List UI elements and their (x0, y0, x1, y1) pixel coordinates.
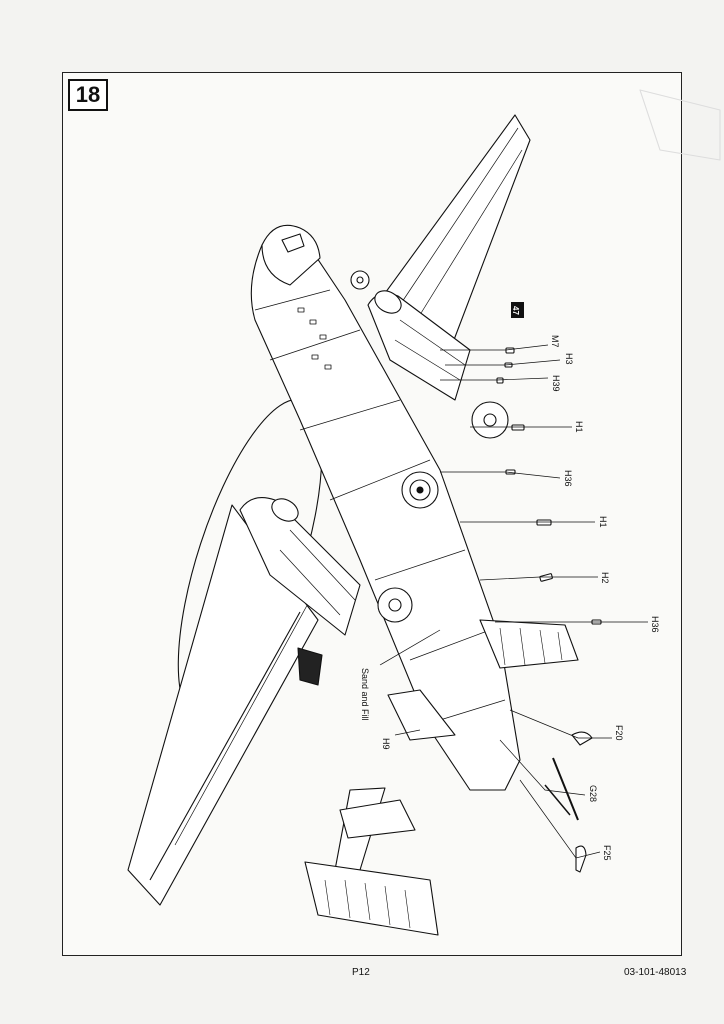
callout-h3: H3 (564, 353, 574, 365)
tailplane-lower (387, 689, 456, 741)
page-number: P12 (352, 967, 370, 978)
part-h2 (539, 573, 553, 582)
part-g28 (544, 757, 579, 821)
callout-f25: F25 (602, 845, 612, 861)
document-code: 03-101-48013 (624, 967, 687, 978)
callout-h36-b: H36 (650, 616, 660, 633)
callout-g28: G28 (588, 785, 598, 802)
main-wheel-lower (377, 587, 413, 623)
part-m7 (505, 347, 515, 354)
callout-h2: H2 (600, 572, 610, 584)
tailplane-upper (479, 619, 579, 669)
main-wheel-upper (471, 401, 509, 439)
callout-h9: H9 (381, 738, 391, 750)
reference-badge-label: 47 (511, 306, 520, 315)
callout-m7: M7 (550, 335, 560, 348)
reference-badge (511, 302, 524, 318)
part-h1-a (511, 424, 525, 431)
callout-h36-a: H36 (563, 470, 573, 487)
tail-stabiliser (304, 861, 439, 936)
part-h39 (496, 377, 504, 384)
part-h1-b (536, 519, 552, 526)
part-f20 (571, 731, 593, 746)
callout-f20: F20 (614, 725, 624, 741)
part-f25 (575, 845, 587, 873)
callout-h1-b: H1 (598, 516, 608, 528)
nose-cone (261, 224, 321, 286)
callout-h39: H39 (551, 375, 561, 392)
sand-and-fill-note: Sand and Fill (360, 668, 370, 721)
step-number: 18 (68, 79, 108, 111)
callout-h1-a: H1 (574, 421, 584, 433)
left-engine-nacelle (239, 497, 361, 636)
